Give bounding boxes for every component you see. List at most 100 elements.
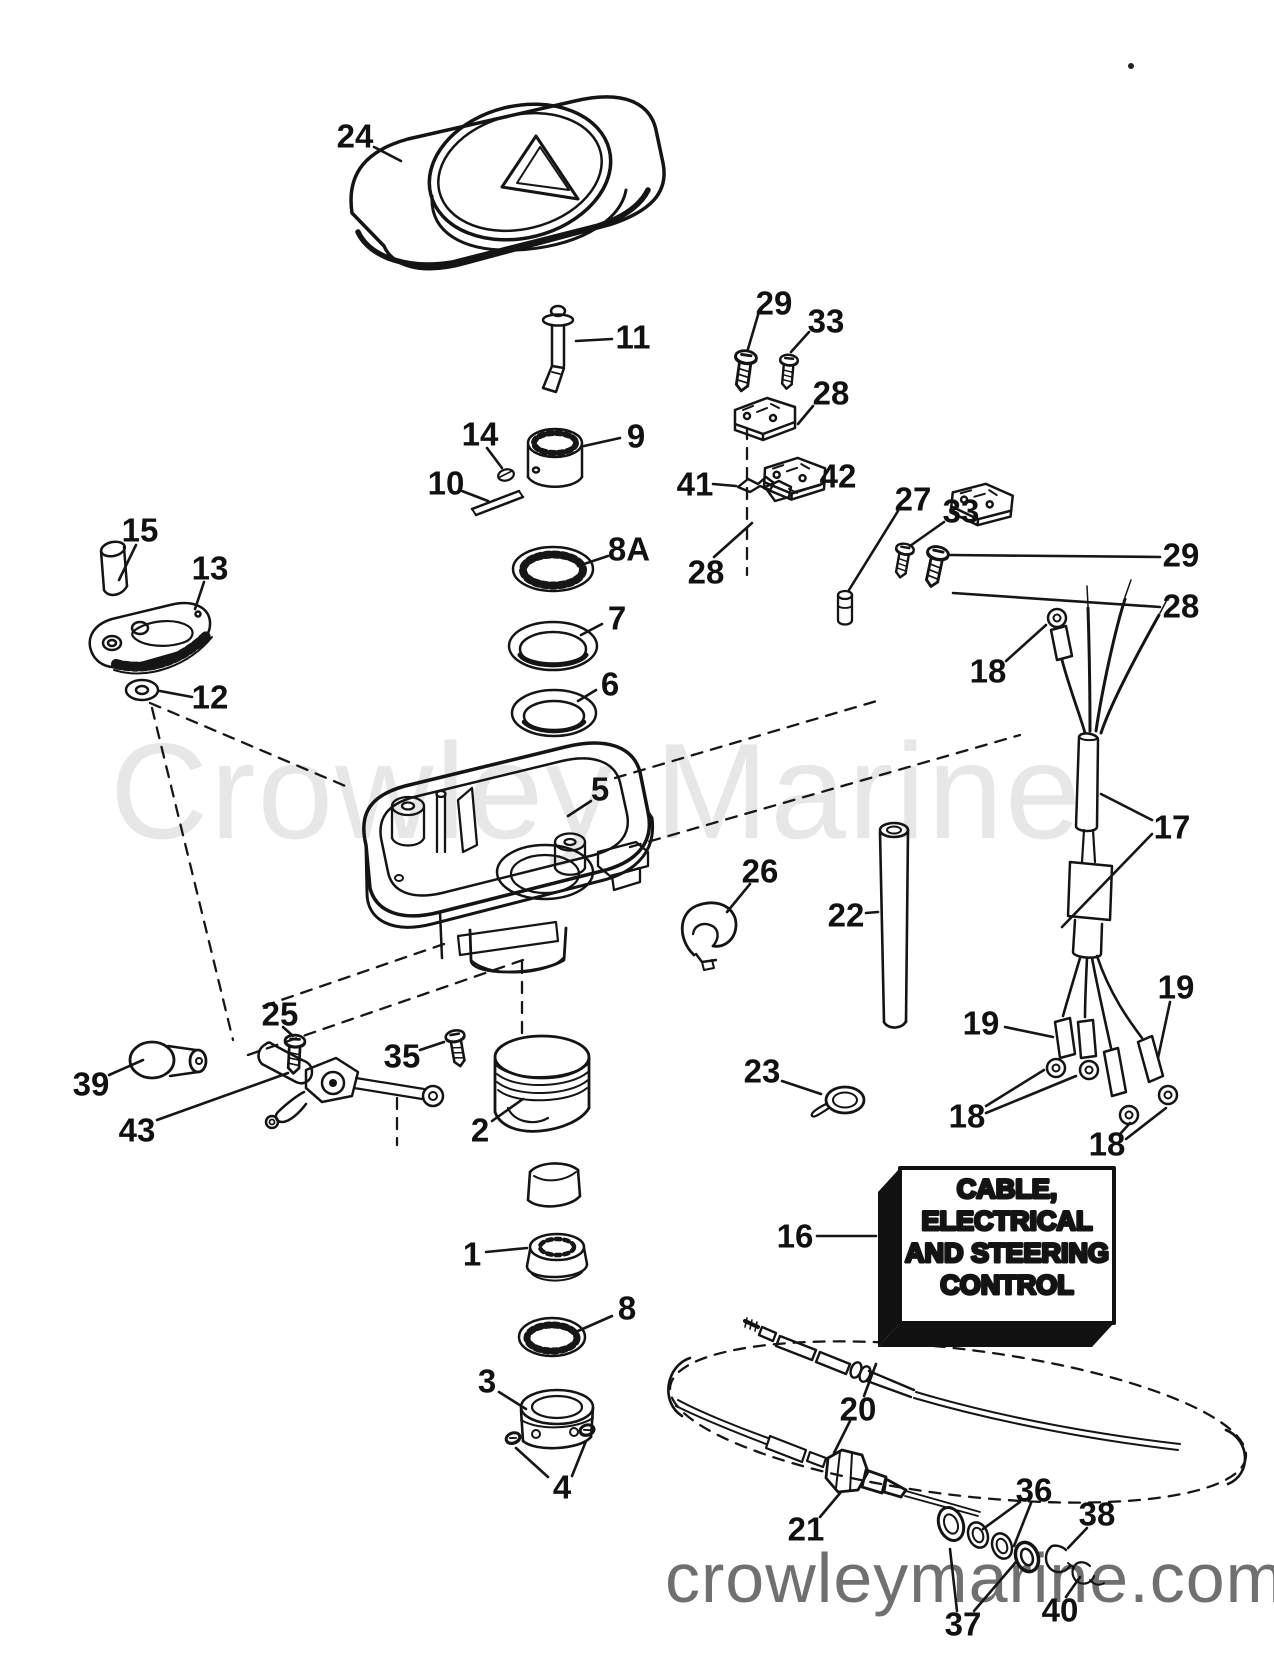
harness-lower-wires — [1045, 954, 1179, 1126]
callout-leader-line — [158, 689, 194, 699]
callout-leader-line — [155, 1071, 290, 1122]
part-21-cable-fitting — [824, 1448, 981, 1517]
callout-part-number: 11 — [616, 319, 651, 356]
part-7-washer — [507, 620, 599, 672]
housing-post — [390, 795, 426, 847]
callout-leader-line — [948, 1547, 959, 1613]
part-9-gear — [526, 427, 584, 488]
callout-part-number: 24 — [337, 118, 374, 155]
part-3-collar — [519, 1388, 595, 1450]
callout-leader-line — [1099, 792, 1154, 822]
callout-part-number: 40 — [1042, 1592, 1079, 1629]
part-8a-bearing — [511, 545, 595, 593]
callout-leader-line — [576, 688, 598, 703]
callout-leader-line — [789, 330, 811, 354]
part-35-screw — [443, 1027, 471, 1070]
callout-part-number: 12 — [192, 679, 229, 716]
callout-part-number: 10 — [428, 465, 465, 502]
callout-part-number: 20 — [840, 1391, 877, 1428]
callout-leader-line — [725, 882, 752, 914]
callout-leader-line — [948, 553, 1162, 559]
callout-leader-line — [570, 1439, 588, 1478]
callout-leader-line — [460, 489, 490, 503]
callout-part-number: 17 — [1154, 809, 1191, 846]
callout-part-number: 1 — [463, 1236, 481, 1273]
part-4-set-screw — [577, 1421, 597, 1439]
callout-leader-line — [193, 580, 206, 611]
part-13-sector-gear — [88, 601, 213, 675]
part-28-clamp-upper — [733, 396, 797, 442]
callout-leader-line — [780, 1079, 823, 1096]
callout-leader-line — [864, 910, 880, 915]
part-15-pin — [99, 540, 129, 597]
cable-upper-run — [743, 1317, 1181, 1451]
callout-part-number: 8 — [618, 1290, 636, 1327]
info-box-16: CABLE, ELECTRICAL AND STEERING CONTROL — [878, 1166, 1116, 1347]
callout-leader-line — [497, 1390, 528, 1411]
callout-part-number: 4 — [553, 1469, 572, 1506]
info-box-line: CONTROL — [940, 1270, 1073, 1300]
callout-part-number: 33 — [808, 303, 845, 340]
part-6-oring — [510, 688, 598, 738]
part-28-clamp-middle — [762, 454, 827, 503]
callout-part-number: 28 — [1163, 588, 1200, 625]
part-22-tube — [878, 821, 910, 1029]
part-36-washer — [966, 1521, 990, 1549]
callout-leader-line — [490, 1097, 525, 1123]
callout-leader-line — [107, 1058, 145, 1077]
callout-part-number: 39 — [73, 1066, 110, 1103]
callout-part-number: 29 — [1163, 537, 1200, 574]
callout-leader-line — [847, 509, 900, 592]
cable-lower-run — [675, 1399, 828, 1469]
housing-pivot-pin — [435, 786, 479, 854]
callout-part-number: 18 — [1089, 1126, 1126, 1163]
part-5-housing — [362, 741, 655, 974]
part-17-wire-harness — [1045, 579, 1179, 1126]
assembly-dashed-lines — [148, 426, 1022, 1147]
part-39-knob — [128, 1040, 208, 1080]
callout-leader-line — [582, 436, 622, 448]
callout-leader-line — [1060, 832, 1154, 929]
callout-leader-line — [579, 622, 604, 637]
callout-leader-line — [1064, 1575, 1082, 1599]
part-43-linkage — [257, 1041, 445, 1130]
callout-leader-line — [1003, 1025, 1055, 1039]
callout-part-number: 26 — [742, 853, 779, 890]
callout-part-number: 28 — [688, 554, 725, 591]
part-4-set-screw — [503, 1429, 523, 1447]
callout-leader-line — [796, 404, 815, 426]
ring-terminal — [1046, 607, 1068, 629]
part-33-screw-right — [890, 541, 916, 581]
callout-part-number: 15 — [122, 512, 159, 549]
part-2-friction-piston — [493, 1034, 591, 1133]
part-33-screw — [776, 352, 800, 391]
callout-leader-line — [984, 1068, 1046, 1108]
callout-part-number: 9 — [627, 418, 645, 455]
callout-leader-line — [746, 313, 760, 351]
harness-upper-wires — [1046, 579, 1170, 735]
callout-leader-line — [576, 1314, 614, 1333]
callout-leader-line — [117, 543, 138, 582]
callout-part-number: 3 — [478, 1363, 496, 1400]
callout-part-number: 41 — [677, 466, 714, 503]
dial-pointer-triangle — [500, 134, 580, 201]
part-2-sleeve — [526, 1162, 582, 1208]
callout-leader-line — [711, 482, 738, 488]
part-37-seal — [936, 1506, 966, 1542]
callout-leader-line — [1156, 1000, 1172, 1060]
cable-core-rod — [904, 1490, 981, 1517]
callout-part-number: 19 — [963, 1005, 1000, 1042]
callout-leader-line — [484, 1246, 529, 1254]
callout-leader-line — [514, 1446, 550, 1479]
watermark-crowley-marine: Crowley Marine — [110, 715, 1083, 867]
callout-leader-line — [951, 591, 1162, 609]
corner-dot — [1128, 63, 1134, 69]
info-box-line: ELECTRICAL — [922, 1206, 1093, 1236]
part-29-screw — [729, 348, 759, 394]
callout-part-number: 19 — [1158, 969, 1195, 1006]
housing-side-blocks — [596, 840, 650, 892]
part-8-bearing — [517, 1316, 587, 1358]
callout-leader-line — [793, 483, 822, 494]
